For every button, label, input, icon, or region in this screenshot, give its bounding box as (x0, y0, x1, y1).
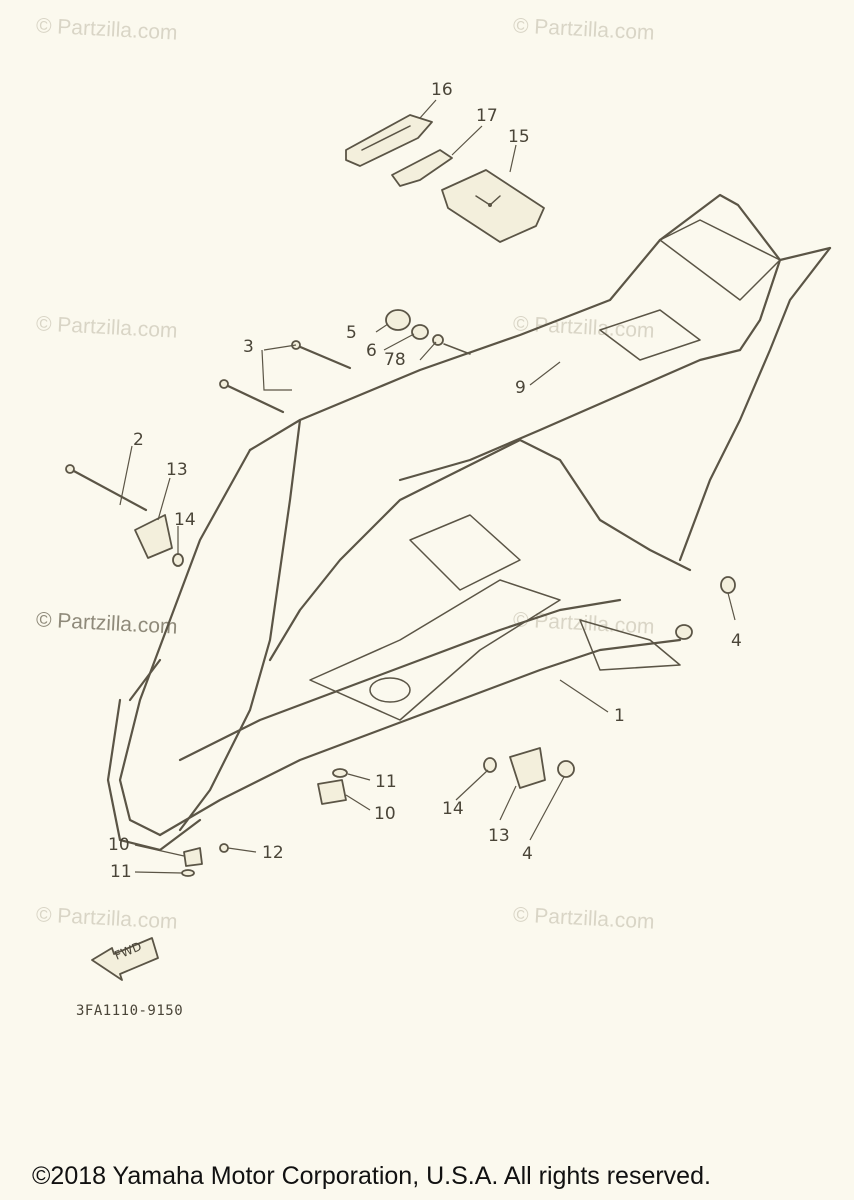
part-2-bolt (65, 464, 148, 512)
callout-10-right: 10 (374, 804, 396, 824)
callout-13-upper: 13 (166, 460, 188, 480)
part-10-11-12 (181, 768, 348, 877)
callout-11-left: 11 (110, 862, 132, 882)
drawing-code: 3FA1110-9150 (76, 1003, 184, 1019)
callout-17: 17 (476, 106, 498, 126)
leader-lines (119, 99, 736, 874)
fwd-arrow-icon (91, 937, 159, 981)
callout-14-upper: 14 (174, 510, 196, 530)
callout-16: 16 (431, 80, 453, 100)
part-15-pad (441, 169, 545, 243)
callout-6: 6 (366, 341, 377, 361)
frame-tubes (106, 193, 832, 852)
callout-10-left: 10 (108, 835, 130, 855)
part-17-bracket (391, 149, 453, 187)
part-16-cover (345, 114, 433, 167)
part-5-collar (385, 309, 471, 355)
callout-15: 15 (508, 127, 530, 147)
callout-9: 9 (515, 378, 526, 398)
callout-78: 78 (384, 350, 406, 370)
callout-12: 12 (262, 843, 284, 863)
callout-13-lower: 13 (488, 826, 510, 846)
callout-4-upper: 4 (731, 631, 742, 651)
part-13-14-upper-left (134, 514, 184, 567)
part-13-14-lower-right (483, 747, 546, 789)
callout-1: 1 (614, 706, 625, 726)
callout-4-lower: 4 (522, 844, 533, 864)
callout-14-lower: 14 (442, 799, 464, 819)
callout-2: 2 (133, 430, 144, 450)
part-3-bolts (219, 340, 352, 414)
copyright-notice: ©2018 Yamaha Motor Corporation, U.S.A. A… (32, 1162, 711, 1190)
callout-11-right: 11 (375, 772, 397, 792)
callout-3: 3 (243, 337, 254, 357)
callout-5: 5 (346, 323, 357, 343)
